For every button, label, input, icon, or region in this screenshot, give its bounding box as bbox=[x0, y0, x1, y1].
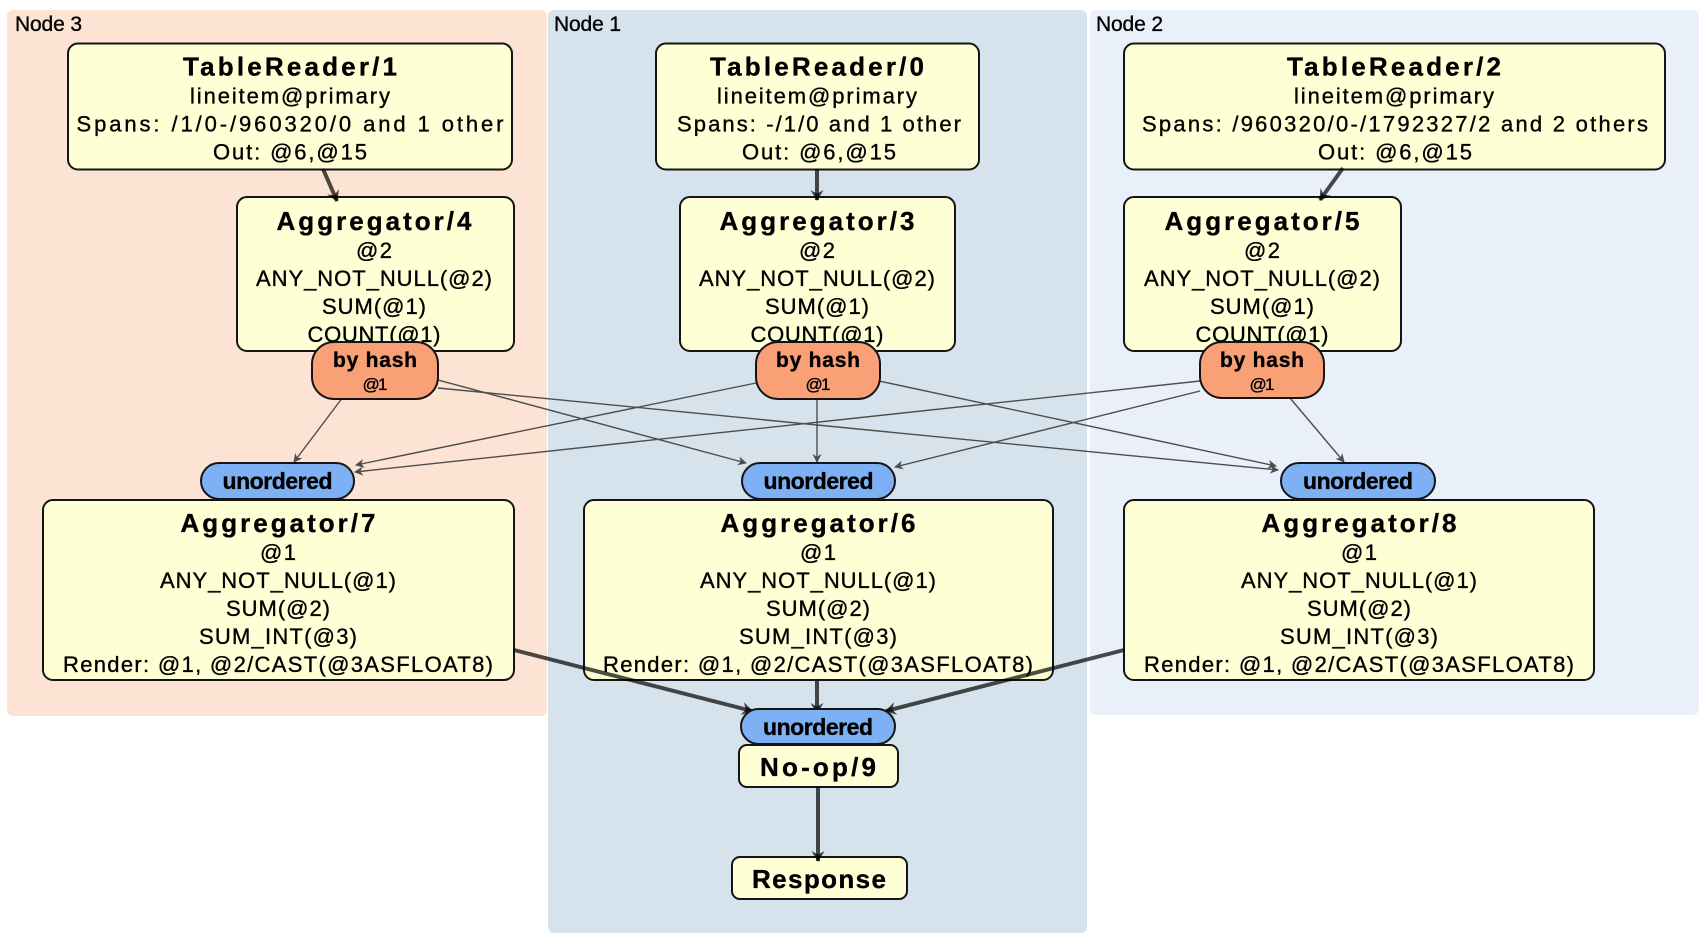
svg-text:ANY_NOT_NULL(@2): ANY_NOT_NULL(@2) bbox=[699, 266, 935, 291]
svg-text:TableReader/0: TableReader/0 bbox=[710, 52, 924, 82]
svg-text:Aggregator/4: Aggregator/4 bbox=[277, 206, 473, 236]
svg-text:ANY_NOT_NULL(@2): ANY_NOT_NULL(@2) bbox=[256, 266, 492, 291]
svg-text:SUM(@2): SUM(@2) bbox=[1307, 596, 1411, 621]
svg-text:lineitem@primary: lineitem@primary bbox=[190, 84, 390, 109]
svg-text:SUM(@1): SUM(@1) bbox=[765, 294, 869, 319]
svg-text:@1: @1 bbox=[1341, 540, 1377, 565]
svg-text:Out: @6,@15: Out: @6,@15 bbox=[213, 140, 367, 165]
svg-text:Render: @1, @2/CAST(@3ASFLOAT8: Render: @1, @2/CAST(@3ASFLOAT8) bbox=[1144, 652, 1574, 677]
svg-text:ANY_NOT_NULL(@1): ANY_NOT_NULL(@1) bbox=[160, 568, 396, 593]
svg-text:Aggregator/3: Aggregator/3 bbox=[720, 206, 915, 236]
svg-text:Response: Response bbox=[752, 864, 886, 894]
svg-text:by hash: by hash bbox=[333, 349, 417, 372]
svg-text:Render: @1, @2/CAST(@3ASFLOAT8: Render: @1, @2/CAST(@3ASFLOAT8) bbox=[63, 652, 493, 677]
svg-text:@1: @1 bbox=[363, 375, 388, 394]
svg-text:unordered: unordered bbox=[1303, 468, 1413, 494]
svg-text:by hash: by hash bbox=[1220, 349, 1304, 372]
svg-text:lineitem@primary: lineitem@primary bbox=[1294, 84, 1494, 109]
svg-text:Aggregator/8: Aggregator/8 bbox=[1262, 508, 1457, 538]
svg-text:@2: @2 bbox=[799, 238, 835, 263]
svg-text:@1: @1 bbox=[806, 375, 831, 394]
svg-text:Out: @6,@15: Out: @6,@15 bbox=[742, 140, 896, 165]
svg-text:by hash: by hash bbox=[776, 349, 860, 372]
svg-text:@1: @1 bbox=[800, 540, 836, 565]
svg-text:SUM(@1): SUM(@1) bbox=[322, 294, 426, 319]
svg-text:Aggregator/7: Aggregator/7 bbox=[181, 508, 376, 538]
svg-text:Render: @1, @2/CAST(@3ASFLOAT8: Render: @1, @2/CAST(@3ASFLOAT8) bbox=[603, 652, 1033, 677]
svg-text:unordered: unordered bbox=[223, 468, 333, 494]
svg-text:Node 3: Node 3 bbox=[15, 13, 82, 36]
svg-text:TableReader/1: TableReader/1 bbox=[183, 52, 397, 82]
svg-text:@2: @2 bbox=[1244, 238, 1280, 263]
svg-text:SUM_INT(@3): SUM_INT(@3) bbox=[199, 624, 357, 649]
svg-text:SUM(@1): SUM(@1) bbox=[1210, 294, 1314, 319]
svg-text:Spans: /1/0-/960320/0 and 1 ot: Spans: /1/0-/960320/0 and 1 other bbox=[77, 112, 504, 137]
svg-text:@2: @2 bbox=[356, 238, 392, 263]
svg-text:ANY_NOT_NULL(@1): ANY_NOT_NULL(@1) bbox=[700, 568, 936, 593]
svg-text:Spans: /960320/0-/1792327/2 an: Spans: /960320/0-/1792327/2 and 2 others bbox=[1142, 112, 1648, 137]
svg-text:SUM_INT(@3): SUM_INT(@3) bbox=[1280, 624, 1438, 649]
svg-text:SUM(@2): SUM(@2) bbox=[226, 596, 330, 621]
svg-text:TableReader/2: TableReader/2 bbox=[1287, 52, 1501, 82]
svg-text:Node 2: Node 2 bbox=[1096, 13, 1163, 36]
svg-text:Aggregator/5: Aggregator/5 bbox=[1165, 206, 1360, 236]
svg-text:unordered: unordered bbox=[764, 468, 874, 494]
svg-text:ANY_NOT_NULL(@2): ANY_NOT_NULL(@2) bbox=[1144, 266, 1380, 291]
svg-text:SUM(@2): SUM(@2) bbox=[766, 596, 870, 621]
svg-text:Node 1: Node 1 bbox=[554, 13, 621, 36]
svg-text:@1: @1 bbox=[1250, 375, 1275, 394]
svg-text:SUM_INT(@3): SUM_INT(@3) bbox=[739, 624, 897, 649]
svg-text:@1: @1 bbox=[260, 540, 296, 565]
svg-text:Aggregator/6: Aggregator/6 bbox=[721, 508, 916, 538]
svg-text:ANY_NOT_NULL(@1): ANY_NOT_NULL(@1) bbox=[1241, 568, 1477, 593]
svg-text:lineitem@primary: lineitem@primary bbox=[717, 84, 917, 109]
svg-text:Out: @6,@15: Out: @6,@15 bbox=[1318, 140, 1472, 165]
svg-text:unordered: unordered bbox=[763, 714, 873, 740]
